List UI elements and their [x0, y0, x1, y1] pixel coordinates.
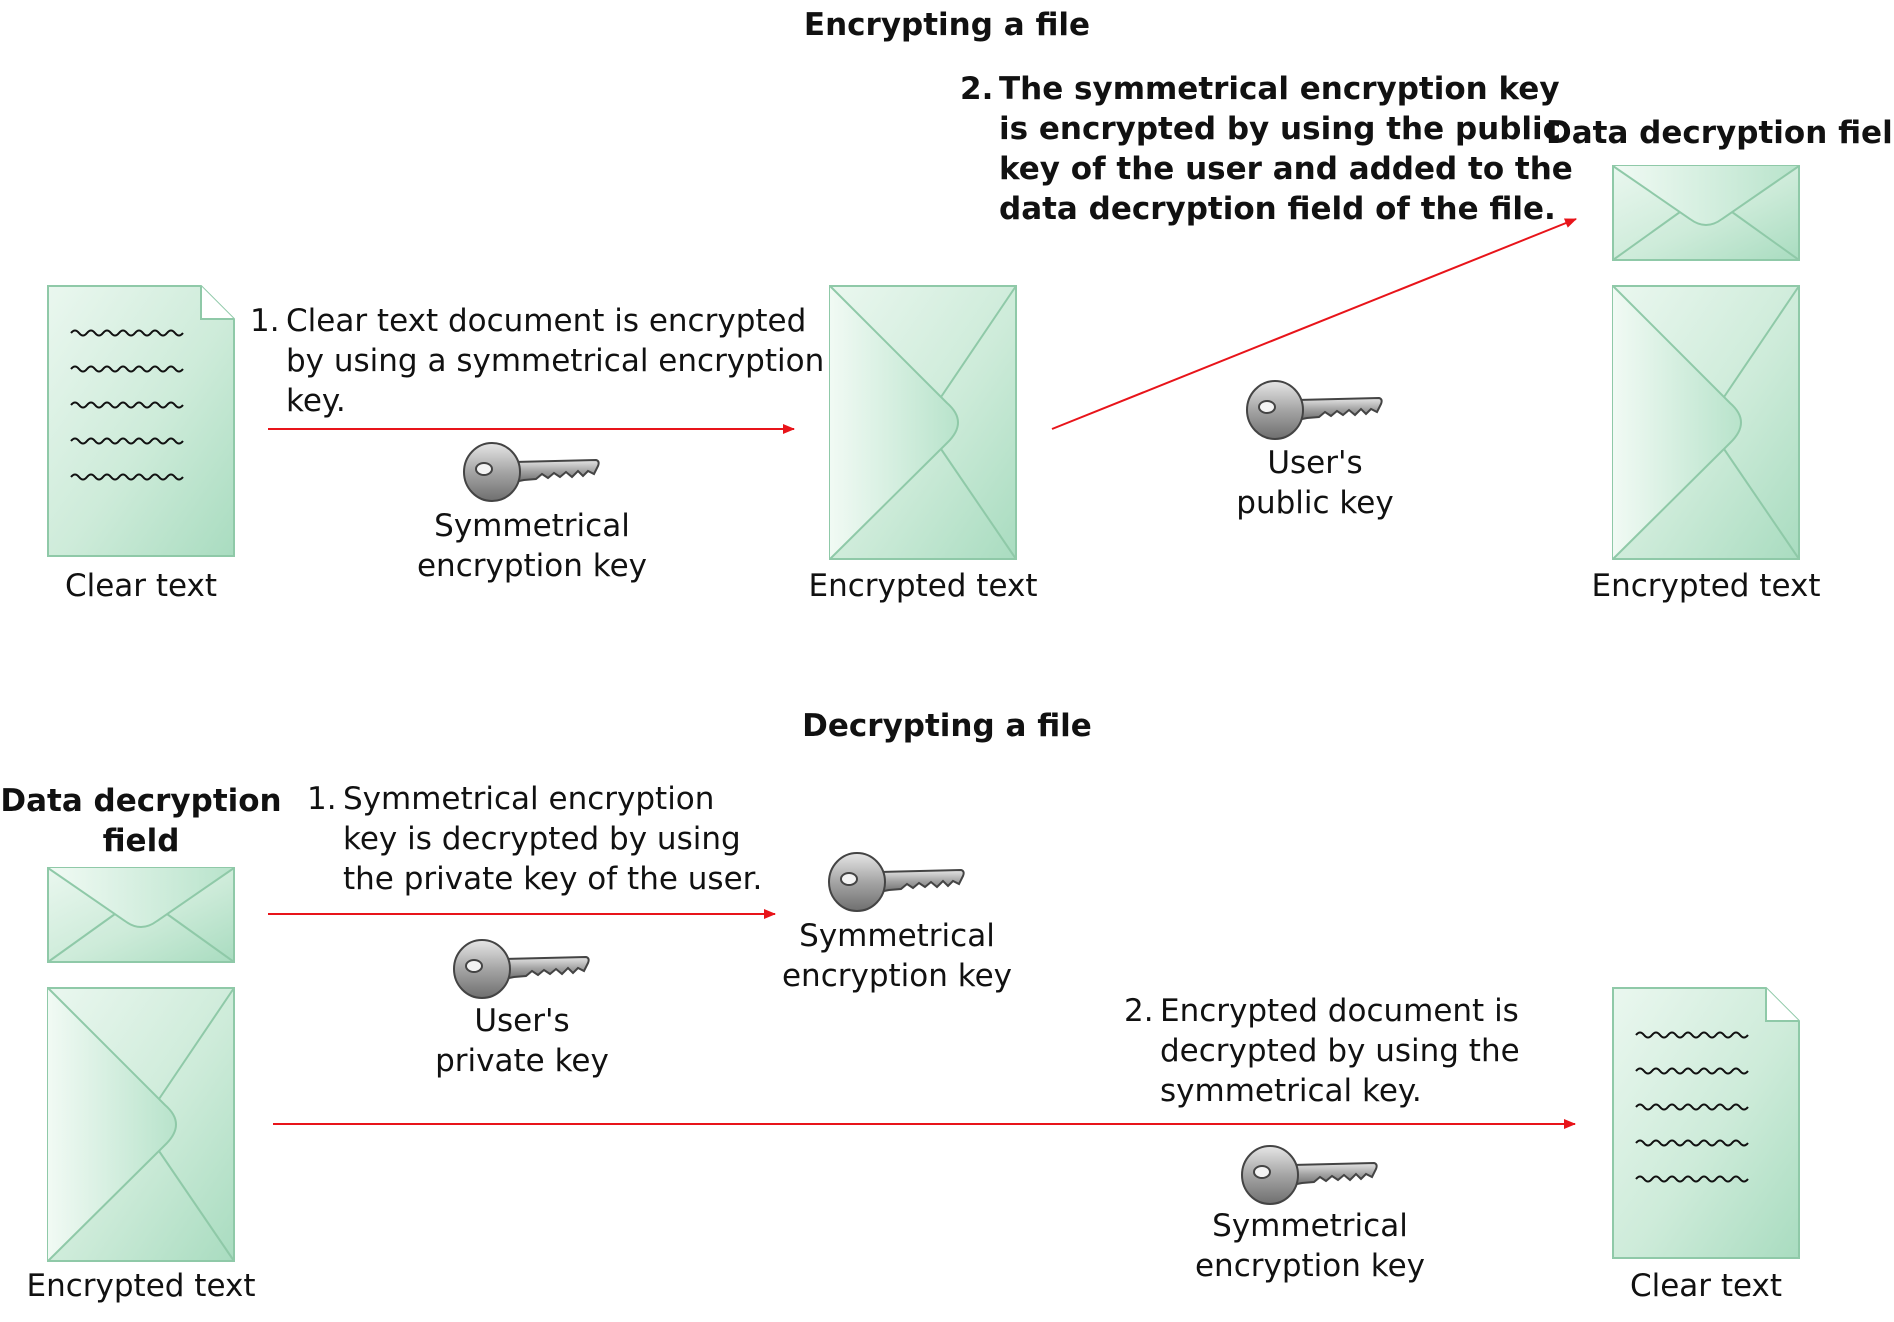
decrypt-step-1-line: the private key of the user. [343, 861, 763, 897]
symmetrical-key-decrypt-2-label-line: Symmetrical [1212, 1208, 1408, 1244]
symmetrical-key-decrypt-2-label: Symmetrical encryption key [1160, 1206, 1460, 1286]
encrypted-text-envelope-right-icon [1612, 285, 1800, 560]
symmetrical-key-decrypt-icon [828, 852, 965, 912]
clear-text-label: Clear text [64, 568, 218, 604]
private-key-label-line: private key [435, 1043, 609, 1079]
encrypted-text-right-label: Encrypted text [1591, 568, 1821, 604]
symmetrical-key-decrypt-label: Symmetrical encryption key [747, 916, 1047, 996]
encrypt-step-2-line: key of the user and added to the [999, 151, 1573, 187]
public-key-label-line: public key [1236, 485, 1394, 521]
public-key-label: User's public key [1165, 443, 1465, 523]
symmetrical-key-decrypt-label-line: encryption key [781, 958, 1013, 994]
encrypt-step-2: 2. The symmetrical encryption key is enc… [960, 69, 1573, 229]
decrypt-step-1-number: 1. [307, 781, 337, 817]
private-key-icon [453, 939, 590, 999]
encrypt-step-1-line: Clear text document is encrypted [286, 303, 807, 339]
symmetrical-key-decrypt-2-label-line: encryption key [1194, 1248, 1426, 1284]
encrypt-title: Encrypting a file [803, 7, 1091, 43]
decrypt-step-2-line: Encrypted document is [1160, 993, 1519, 1029]
encrypt-step-2-line: is encrypted by using the public [999, 111, 1562, 147]
encrypt-arrow-2 [1051, 218, 1577, 430]
decrypt-step-2-number: 2. [1124, 993, 1154, 1029]
decrypt-step-2: 2. Encrypted document is decrypted by us… [1124, 991, 1520, 1111]
private-key-label: User's private key [372, 1001, 672, 1081]
decrypt-title: Decrypting a file [802, 708, 1092, 744]
encrypted-text-envelope-icon [829, 285, 1017, 560]
clear-text-document-decrypt-icon [1612, 987, 1800, 1259]
encrypt-step-1-number: 1. [250, 303, 280, 339]
ddf-decrypt-label: Data decryption field [0, 781, 282, 861]
decrypt-step-2-line: symmetrical key. [1160, 1073, 1422, 1109]
ddf-envelope-icon [1612, 165, 1800, 261]
public-key-label-line: User's [1267, 445, 1363, 481]
symmetrical-key-icon [463, 442, 600, 502]
clear-text-document-icon [47, 285, 235, 557]
clear-text-decrypt-label: Clear text [1629, 1268, 1783, 1304]
decrypt-step-1: 1. Symmetrical encryption key is decrypt… [307, 779, 762, 899]
encrypted-text-label: Encrypted text [808, 568, 1038, 604]
decrypt-step-2-line: decrypted by using the [1160, 1033, 1520, 1069]
encrypt-step-2-line: The symmetrical encryption key [999, 71, 1560, 107]
encrypted-text-envelope-decrypt-icon [47, 987, 235, 1262]
symmetrical-key-label-line: encryption key [416, 548, 648, 584]
symmetrical-key-decrypt-label-line: Symmetrical [799, 918, 995, 954]
symmetrical-key-label-line: Symmetrical [434, 508, 630, 544]
symmetrical-key-decrypt-2-icon [1241, 1145, 1378, 1205]
ddf-label: Data decryption field [1546, 115, 1894, 151]
decrypt-step-1-line: key is decrypted by using [343, 821, 741, 857]
decrypt-step-1-line: Symmetrical encryption [343, 781, 715, 817]
encrypted-text-decrypt-label: Encrypted text [26, 1268, 256, 1304]
encrypt-step-1-line: by using a symmetrical encryption [286, 343, 825, 379]
encrypt-step-1: 1. Clear text document is encrypted by u… [250, 301, 824, 421]
symmetrical-key-label: Symmetrical encryption key [382, 506, 682, 586]
private-key-label-line: User's [474, 1003, 570, 1039]
ddf-decrypt-label-line: Data decryption [0, 783, 282, 819]
public-key-icon [1246, 380, 1383, 440]
ddf-envelope-decrypt-icon [47, 867, 235, 963]
encrypt-step-2-number: 2. [960, 71, 994, 107]
encrypt-step-1-line: key. [286, 383, 346, 419]
encrypt-step-2-line: data decryption field of the file. [999, 191, 1556, 227]
ddf-decrypt-label-line: field [102, 823, 180, 859]
